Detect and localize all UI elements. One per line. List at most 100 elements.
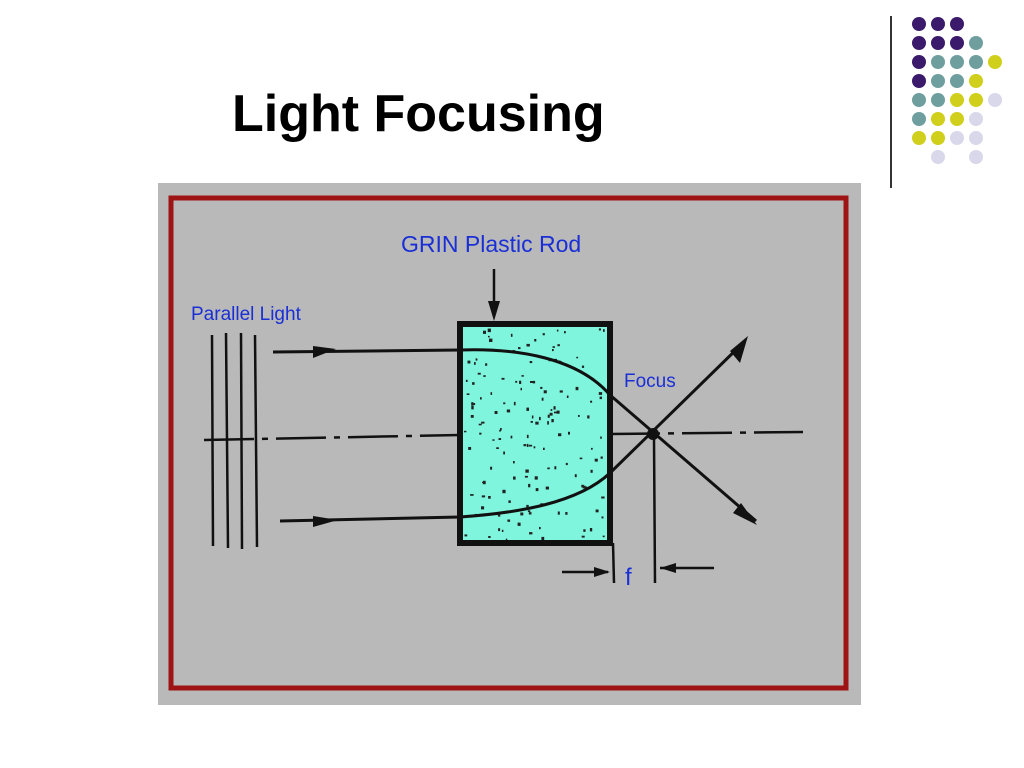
decorative-dot [969,36,983,50]
speckle-dot [601,496,605,499]
outgoing-rays [608,341,757,523]
speckle-dot [502,489,506,494]
optical-axis [203,430,804,442]
speckle-dot [568,431,570,435]
speckle-dot [488,536,491,538]
speckle-dot [534,339,537,342]
speckle-dot [481,421,485,424]
speckle-dot [474,362,476,365]
speckle-dot [565,512,568,515]
decorative-dot [969,112,983,126]
speckle-dot [558,433,562,437]
speckle-dot [602,535,605,538]
speckle-dot [531,415,534,419]
speckle-dot [540,386,543,389]
decorative-dot [950,17,964,31]
label-grin-plastic-rod: GRIN Plastic Rod [401,231,581,257]
speckle-dot [579,457,583,460]
speckle-dot [510,435,513,439]
focus-point [647,428,659,440]
decorative-dot [912,74,926,88]
speckle-dot [526,504,529,508]
decorative-dot [912,36,926,50]
speckle-dot [470,494,474,496]
grin-rod-diagram: GRIN Plastic Rod Parallel Light Focus f [158,183,861,705]
decorative-dot [931,17,945,31]
decorative-dot [969,150,983,164]
decorative-dot [931,55,945,69]
speckle-dot [535,488,539,492]
speckle-dot [471,402,474,406]
grin-rod-outline [457,321,613,546]
speckle-dot [601,516,604,519]
decorative-dot [912,55,926,69]
decorative-dot [912,17,926,31]
speckle-dot [498,528,501,532]
speckle-dot [473,403,476,406]
speckle-dot [595,509,599,513]
speckle-dot [542,333,545,336]
decorative-dot [988,55,1002,69]
speckle-dot [600,456,603,459]
speckle-dot [483,480,486,485]
speckle-dot [590,469,593,473]
decorative-dot-grid [912,17,1002,164]
speckle-dot [518,347,521,350]
decorative-dot [950,55,964,69]
decorative-dot [950,131,964,145]
decorative-dot [950,74,964,88]
speckle-dot [583,529,586,532]
speckle-dot [581,365,585,368]
decorative-dot [931,150,945,164]
speckle-dot [541,536,545,541]
speckle-dot [539,527,541,530]
speckle-dot [575,386,579,391]
label-parallel-light: Parallel Light [191,304,302,325]
speckle-dot [477,372,481,375]
speckle-dot [549,412,553,416]
decorative-dot [969,55,983,69]
speckle-dot [506,409,511,413]
rod-pointer-arrow [488,269,500,321]
speckle-dot [556,329,559,332]
speckle-dot [467,360,471,364]
speckle-dot [499,429,501,432]
speckle-dot [481,506,485,510]
speckle-dot [539,416,541,421]
speckle-dot [581,535,585,538]
speckle-dot [510,333,513,337]
speckle-dot [599,396,602,400]
speckle-dot [551,419,554,423]
speckle-dot [565,462,568,466]
speckle-dot [554,466,557,470]
speckle-dot [478,423,482,426]
diagram-canvas: GRIN Plastic Rod Parallel Light Focus f [158,183,861,705]
speckle-dot [501,529,504,532]
speckle-dot [598,328,601,331]
decorative-dot [912,112,926,126]
speckle-dot [472,382,475,385]
speckle-dot [475,358,478,361]
speckle-dot [530,421,533,423]
speckle-dot [489,338,493,342]
incoming-rays [272,348,461,523]
speckle-dot [520,387,522,391]
speckle-dot [547,414,550,418]
decorative-dot [969,93,983,107]
speckle-dot [532,380,536,384]
speckle-dot [498,438,502,440]
speckle-dot [550,409,553,411]
refracted-rays-in-rod [459,348,612,519]
speckle-dot [466,393,470,395]
incoming-ray-arrows [313,346,338,527]
decorative-dot [912,131,926,145]
speckle-dot [557,511,560,515]
speckle-dot [496,447,499,449]
speckle-dot [488,496,491,499]
speckle-dot [529,532,533,535]
speckle-dot [513,401,516,406]
speckle-dot [530,381,534,383]
speckle-dot [487,328,491,333]
speckle-dot [528,483,531,488]
speckle-dot [513,461,515,464]
